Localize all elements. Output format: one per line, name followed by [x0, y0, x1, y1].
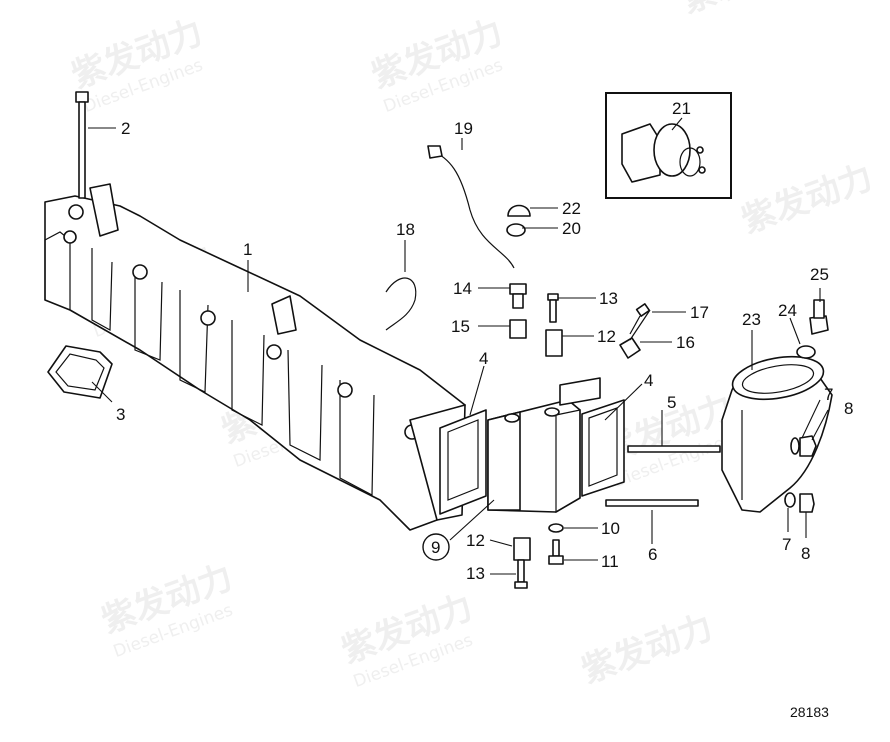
watermark-brand: 紫发动力 [736, 157, 877, 241]
callout-13-top: 13 [599, 289, 618, 308]
diagram-reference-number: 28183 [790, 704, 829, 720]
callout-6: 6 [648, 545, 657, 564]
callout-7-lower: 7 [782, 535, 791, 554]
part-screw-11 [548, 539, 564, 565]
callout-20: 20 [562, 219, 581, 238]
callout-14: 14 [453, 279, 472, 298]
callout-12-top: 12 [597, 327, 616, 346]
callout-15: 15 [451, 317, 470, 336]
callout-8-lower: 8 [801, 544, 810, 563]
part-spacer-12-bottom [513, 537, 531, 561]
part-elbow-pipe [721, 355, 833, 513]
inset-box [605, 92, 732, 199]
part-cap [507, 204, 531, 217]
callout-8-upper: 8 [844, 399, 853, 418]
part-nut-20 [506, 223, 526, 237]
callout-23: 23 [742, 310, 761, 329]
part-bolt-13-bottom [514, 559, 528, 589]
callout-21: 21 [672, 99, 691, 118]
part-long-bolt [75, 91, 89, 199]
part-washer-10 [548, 523, 564, 533]
callout-9: 9 [431, 538, 440, 557]
part-stud-lower [605, 499, 699, 507]
callout-16: 16 [676, 333, 695, 352]
watermark-brand: 紫发动力 [676, 0, 817, 21]
part-spacer-12-top [545, 329, 563, 357]
part-gasket-left [439, 409, 487, 515]
callout-1: 1 [243, 240, 252, 259]
callout-11: 11 [601, 552, 619, 571]
part-washer-upper [790, 437, 800, 455]
part-nut-lower [799, 493, 815, 513]
part-nut-upper [799, 435, 817, 457]
part-bolt-13-top [547, 293, 559, 323]
callouts: 1 2 3 4 4 5 6 7 8 7 8 9 10 11 12 12 13 1… [116, 99, 853, 583]
callout-24: 24 [778, 301, 797, 320]
callout-12-bottom: 12 [466, 531, 485, 550]
part-heater-housing [487, 377, 601, 514]
callout-17: 17 [690, 303, 709, 322]
callout-5: 5 [667, 393, 676, 412]
part-relay [621, 123, 706, 183]
callout-19: 19 [454, 119, 473, 138]
part-stud-upper [627, 445, 721, 453]
leader-lines [88, 117, 829, 575]
callout-2: 2 [121, 119, 130, 138]
part-gasket-plate [47, 345, 113, 399]
callout-22: 22 [562, 199, 581, 218]
part-gasket-right [581, 399, 625, 497]
callout-25: 25 [810, 265, 829, 284]
callout-4-left: 4 [479, 349, 488, 368]
callout-3: 3 [116, 405, 125, 424]
callout-9-ring [422, 533, 450, 561]
part-cable [427, 145, 515, 269]
part-temp-sensor [619, 309, 651, 359]
callout-4-right: 4 [644, 371, 653, 390]
callout-18: 18 [396, 220, 415, 239]
part-bushing [509, 319, 527, 339]
part-banjo-bolt [809, 299, 829, 335]
callout-7-upper: 7 [824, 385, 833, 404]
part-sealing-washer [796, 345, 816, 359]
callout-13-bottom: 13 [466, 564, 485, 583]
part-screw-17 [629, 303, 651, 335]
watermark-brand: 紫发动力 [576, 607, 717, 691]
part-washer-lower [784, 492, 796, 508]
callout-10: 10 [601, 519, 620, 538]
part-wire-clip [385, 277, 417, 331]
part-terminal [509, 283, 527, 309]
